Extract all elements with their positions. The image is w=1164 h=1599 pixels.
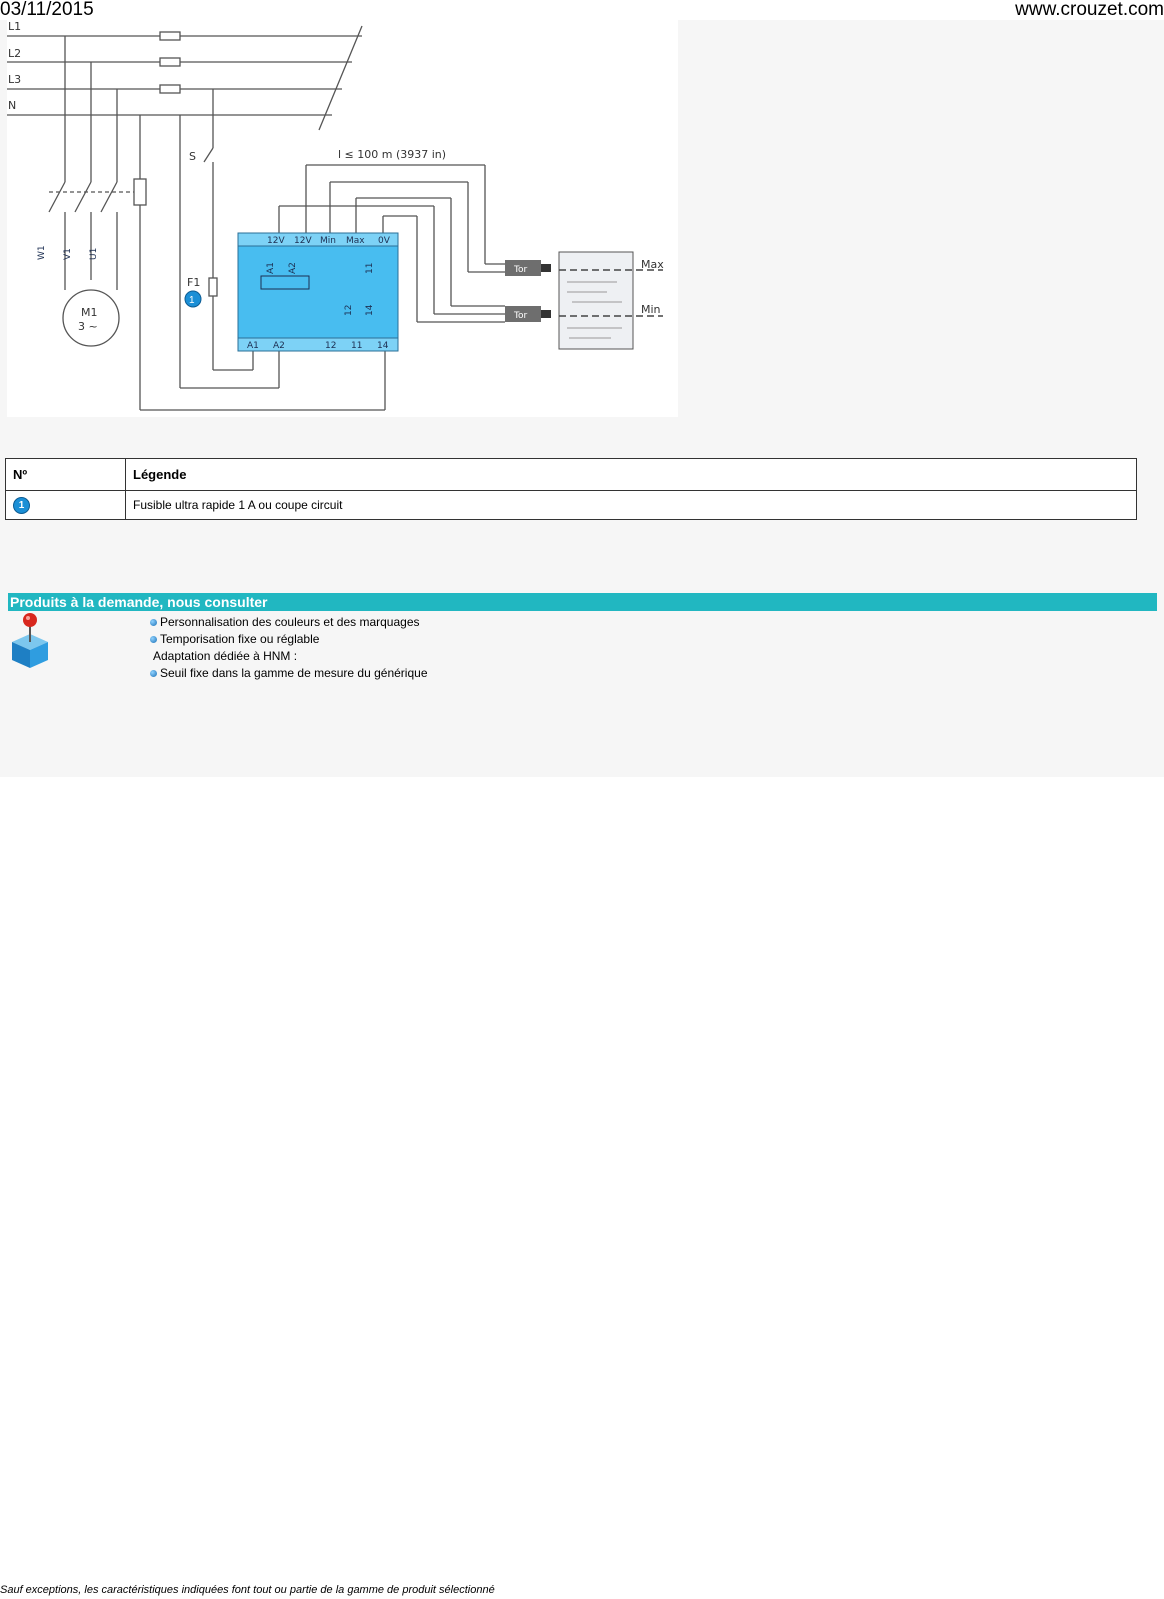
list-item: Temporisation fixe ou réglable bbox=[150, 631, 428, 648]
legend-header-row: Nº Légende bbox=[5, 458, 1137, 491]
term-a2: A2 bbox=[273, 341, 285, 351]
sensor-min bbox=[505, 306, 541, 322]
term-12: 12 bbox=[325, 341, 336, 351]
label-u1: U1 bbox=[89, 248, 99, 260]
list-item: Seuil fixe dans la gamme de mesure du gé… bbox=[150, 665, 428, 682]
legend-num-cell: 1 bbox=[5, 490, 126, 520]
list-item-text: Personnalisation des couleurs et des mar… bbox=[160, 615, 420, 629]
level-max: Max bbox=[641, 258, 664, 271]
term-11: 11 bbox=[351, 341, 362, 351]
coil-a2: A2 bbox=[288, 262, 298, 274]
sensor-max bbox=[505, 260, 541, 276]
coil-a1: A1 bbox=[266, 262, 276, 274]
term-12v-b: 12V bbox=[294, 236, 312, 246]
term-max: Max bbox=[346, 236, 365, 246]
legend-header-text: Légende bbox=[125, 458, 1137, 491]
products-list: Personnalisation des couleurs et des mar… bbox=[150, 614, 428, 682]
header-site[interactable]: www.crouzet.com bbox=[1015, 0, 1164, 20]
list-item-text: Seuil fixe dans la gamme de mesure du gé… bbox=[160, 666, 428, 680]
term-a1: A1 bbox=[247, 341, 259, 351]
number-badge: 1 bbox=[13, 496, 30, 514]
label-switch: S bbox=[189, 150, 196, 163]
bullet-icon bbox=[150, 619, 157, 626]
wiring-diagram: L1 L2 L3 N S l ≤ 100 m (3937 in) F1 1 M1… bbox=[7, 20, 678, 417]
fuse-marker: 1 bbox=[189, 295, 195, 306]
level-min: Min bbox=[641, 303, 661, 316]
legend-header-num: Nº bbox=[5, 458, 126, 491]
label-l1: L1 bbox=[8, 20, 21, 33]
label-motor-phase: 3 ~ bbox=[78, 320, 98, 333]
sensor-max-label: Tor bbox=[513, 265, 527, 275]
term-min: Min bbox=[320, 236, 336, 246]
bullet-icon bbox=[150, 636, 157, 643]
table-row: 1 Fusible ultra rapide 1 A ou coupe circ… bbox=[5, 490, 1137, 520]
products-title: Produits à la demande, nous consulter bbox=[8, 593, 1157, 611]
label-fuse: F1 bbox=[187, 276, 200, 289]
sensor-min-label: Tor bbox=[513, 311, 527, 321]
relay-module bbox=[237, 232, 399, 352]
header-date: 03/11/2015 bbox=[0, 0, 94, 20]
contact-14: 14 bbox=[365, 304, 375, 316]
motor-symbol bbox=[62, 289, 120, 347]
product-box-icon bbox=[12, 613, 48, 668]
legend-text-cell: Fusible ultra rapide 1 A ou coupe circui… bbox=[125, 490, 1137, 520]
contact-12: 12 bbox=[344, 305, 354, 316]
label-n: N bbox=[8, 99, 16, 112]
label-distance: l ≤ 100 m (3937 in) bbox=[338, 148, 446, 161]
label-w1: W1 bbox=[37, 245, 47, 260]
label-l3: L3 bbox=[8, 73, 21, 86]
list-item-text: Adaptation dédiée à HNM : bbox=[153, 649, 298, 663]
label-v1: V1 bbox=[63, 248, 73, 260]
list-item: Personnalisation des couleurs et des mar… bbox=[150, 614, 428, 631]
list-item: Adaptation dédiée à HNM : bbox=[150, 648, 428, 665]
list-item-text: Temporisation fixe ou réglable bbox=[160, 632, 320, 646]
footer-note: Sauf exceptions, les caractéristiques in… bbox=[0, 1584, 495, 1596]
tank bbox=[558, 251, 634, 350]
bullet-icon bbox=[150, 670, 157, 677]
legend-table: Nº Légende 1 Fusible ultra rapide 1 A ou… bbox=[5, 458, 1137, 520]
contact-11: 11 bbox=[365, 263, 375, 274]
label-motor: M1 bbox=[81, 306, 98, 319]
term-12v-a: 12V bbox=[267, 236, 285, 246]
term-0v: 0V bbox=[378, 236, 391, 246]
term-14: 14 bbox=[377, 341, 389, 351]
label-l2: L2 bbox=[8, 47, 21, 60]
